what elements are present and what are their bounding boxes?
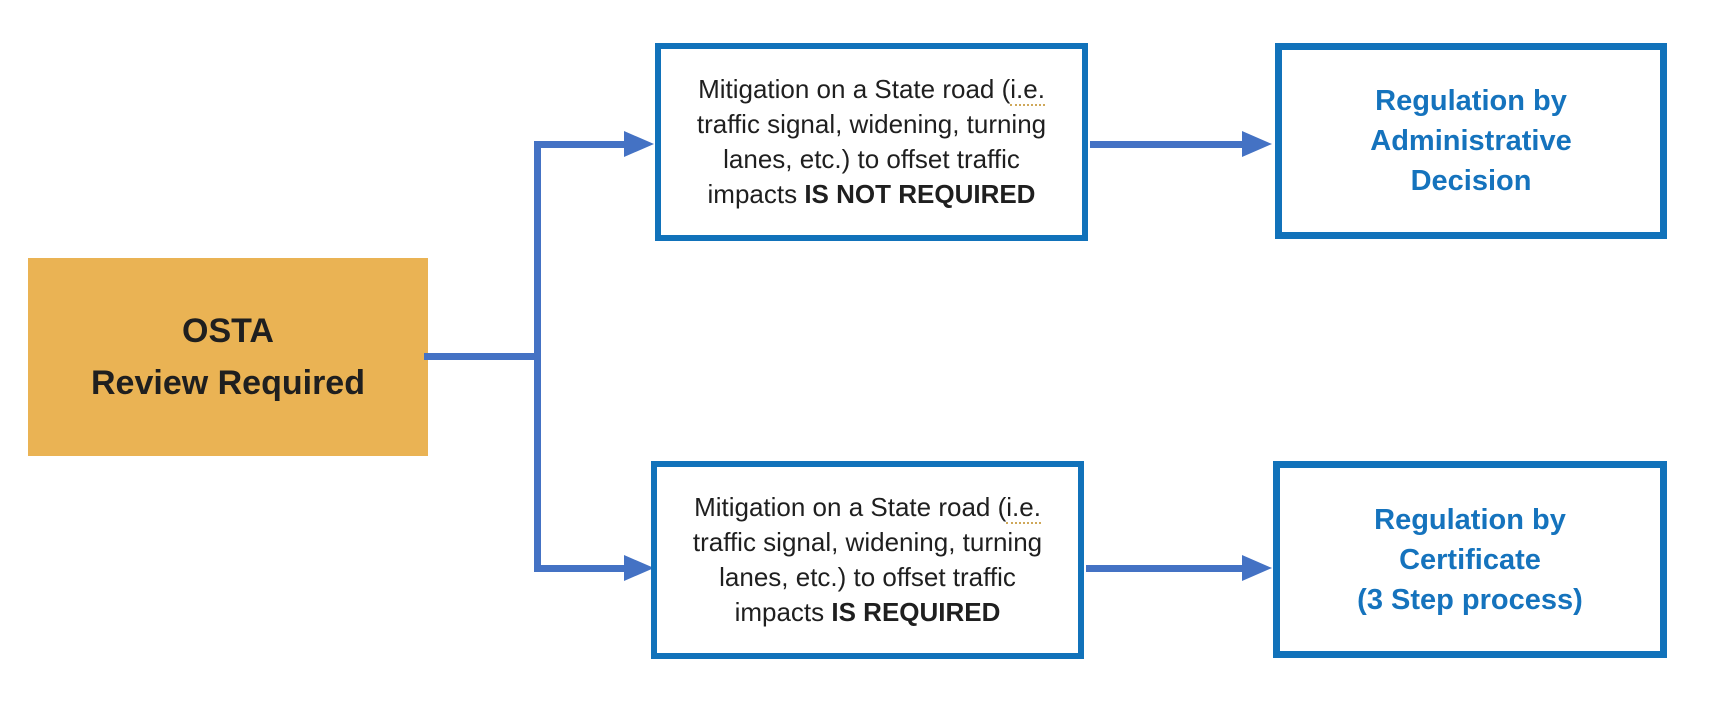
regulation-admin-line-3: Decision — [1410, 165, 1532, 197]
node-mitigation-not-required: Mitigation on a State road (i.e. traffic… — [655, 43, 1088, 241]
mitigation-nr-line-4: impacts IS NOT REQUIRED — [708, 177, 1036, 212]
mitigation-r-line-3: lanes, etc.) to offset traffic — [719, 562, 1016, 592]
mitigation-nr-line-2: traffic signal, widening, turning — [696, 109, 1047, 139]
connector-osta-stub — [424, 353, 537, 360]
regulation-cert-line-3: (3 Step process) — [1357, 583, 1583, 616]
mitigation-r-ie-text: i.e. — [1006, 492, 1041, 524]
regulation-cert-line-2: Certificate — [1399, 543, 1541, 576]
arrowhead-bottom-branch-icon — [624, 555, 654, 581]
mitigation-nr-line-4-text: impacts — [707, 179, 805, 209]
arrowhead-top-outcome-icon — [1242, 131, 1272, 157]
node-osta-review-required: OSTA Review Required — [28, 258, 428, 456]
node-regulation-by-certificate: Regulation by Certificate (3 Step proces… — [1273, 461, 1667, 658]
connector-bottom-branch — [534, 565, 626, 572]
mitigation-nr-line-1-text: Mitigation on a State road ( — [698, 74, 1011, 104]
mitigation-r-line-1-text: Mitigation on a State road ( — [694, 492, 1007, 522]
arrowhead-top-branch-icon — [624, 131, 654, 157]
connector-top-to-outcome — [1090, 141, 1244, 148]
mitigation-r-line-1: Mitigation on a State road (i.e. — [694, 490, 1041, 525]
node-mitigation-required: Mitigation on a State road (i.e. traffic… — [651, 461, 1084, 659]
mitigation-nr-line-1: Mitigation on a State road (i.e. — [698, 72, 1045, 107]
connector-bottom-to-outcome — [1086, 565, 1244, 572]
connector-vertical-trunk — [534, 141, 541, 572]
mitigation-r-emphasis: IS REQUIRED — [831, 597, 1001, 627]
mitigation-nr-line-3: lanes, etc.) to offset traffic — [723, 144, 1020, 174]
mitigation-nr-emphasis: IS NOT REQUIRED — [804, 179, 1036, 209]
mitigation-r-line-4-text: impacts — [734, 597, 832, 627]
osta-line-2: Review Required — [91, 364, 365, 402]
regulation-cert-line-1: Regulation by — [1374, 503, 1566, 536]
mitigation-r-line-4: impacts IS REQUIRED — [735, 595, 1001, 630]
mitigation-nr-ie-text: i.e. — [1010, 74, 1045, 106]
node-regulation-by-administrative-decision: Regulation by Administrative Decision — [1275, 43, 1667, 239]
arrowhead-bottom-outcome-icon — [1242, 555, 1272, 581]
regulation-admin-line-1: Regulation by — [1375, 85, 1567, 117]
regulation-admin-line-2: Administrative — [1370, 125, 1572, 157]
osta-line-1: OSTA — [182, 312, 274, 350]
connector-top-branch — [534, 141, 626, 148]
mitigation-r-line-2: traffic signal, widening, turning — [692, 527, 1043, 557]
